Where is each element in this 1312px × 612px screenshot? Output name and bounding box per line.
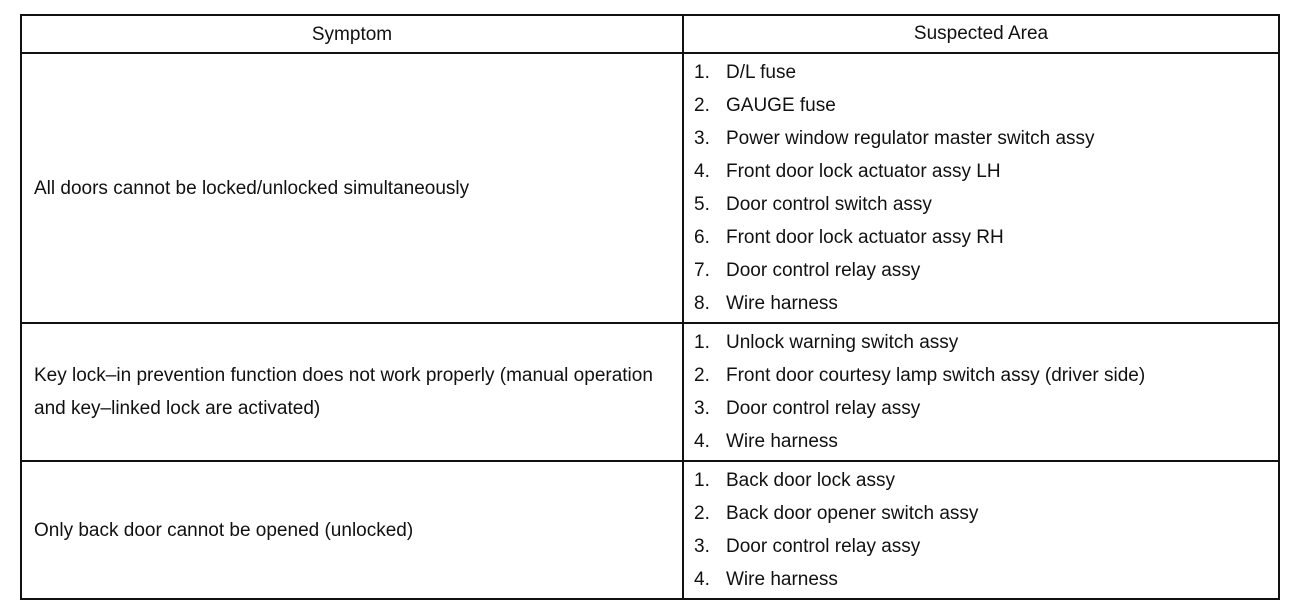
item-text: Back door opener switch assy bbox=[726, 503, 979, 524]
list-item: 3. Power window regulator master switch a… bbox=[694, 122, 1278, 155]
item-text: Door control relay assy bbox=[726, 260, 921, 281]
suspected-area-list: 1. D/L fuse 2. GAUGE fuse 3. Power window r… bbox=[694, 54, 1278, 322]
list-item: 6. Front door lock actuator assy RH bbox=[694, 221, 1278, 254]
item-text: Back door lock assy bbox=[726, 470, 895, 491]
symptom-cell: All doors cannot be locked/unlocked simu… bbox=[22, 54, 684, 322]
list-item: 2. GAUGE fuse bbox=[694, 89, 1278, 122]
list-item: 1. Back door lock assy bbox=[694, 464, 1278, 497]
item-number: 8. bbox=[694, 293, 710, 314]
list-item: 3. Door control relay assy bbox=[694, 392, 1278, 425]
item-text: Wire harness bbox=[726, 431, 838, 452]
header-suspected-area: Suspected Area bbox=[913, 23, 1049, 44]
table-row: Key lock–in prevention function does not… bbox=[22, 322, 1278, 460]
list-item: 8. Wire harness bbox=[694, 287, 1278, 320]
suspected-area-cell: 1. Unlock warning switch assy 2. Front doo… bbox=[684, 324, 1278, 460]
list-item: 7. Door control relay assy bbox=[694, 254, 1278, 287]
item-text: Wire harness bbox=[726, 569, 838, 590]
item-number: 1. bbox=[694, 62, 710, 83]
item-text: Front door courtesy lamp switch assy (dr… bbox=[726, 365, 1146, 386]
list-item: 4. Front door lock actuator assy LH bbox=[694, 155, 1278, 188]
list-item: 1. Unlock warning switch assy bbox=[694, 326, 1278, 359]
suspected-area-list: 1. Back door lock assy 2. Back door opener… bbox=[694, 462, 1278, 598]
item-number: 1. bbox=[694, 470, 710, 491]
list-item: 4. Wire harness bbox=[694, 425, 1278, 458]
item-text: Front door lock actuator assy RH bbox=[726, 227, 1004, 248]
item-number: 2. bbox=[694, 95, 710, 116]
list-item: 1. D/L fuse bbox=[694, 56, 1278, 89]
symptom-cell: Key lock–in prevention function does not… bbox=[22, 324, 684, 460]
troubleshooting-table: Symptom Suspected Area All doors cannot … bbox=[20, 14, 1280, 600]
list-item: 2. Back door opener switch assy bbox=[694, 497, 1278, 530]
item-number: 3. bbox=[694, 128, 710, 149]
item-text: Power window regulator master switch ass… bbox=[726, 128, 1095, 149]
item-number: 7. bbox=[694, 260, 710, 281]
item-text: Door control relay assy bbox=[726, 398, 921, 419]
item-text: Door control switch assy bbox=[726, 194, 932, 215]
item-number: 3. bbox=[694, 398, 710, 419]
list-item: 3. Door control relay assy bbox=[694, 530, 1278, 563]
table-row: All doors cannot be locked/unlocked simu… bbox=[22, 52, 1278, 322]
item-number: 4. bbox=[694, 431, 710, 452]
item-text: D/L fuse bbox=[726, 62, 797, 83]
item-text: Wire harness bbox=[726, 293, 838, 314]
list-item: 2. Front door courtesy lamp switch assy (… bbox=[694, 359, 1278, 392]
suspected-area-list: 1. Unlock warning switch assy 2. Front doo… bbox=[694, 324, 1278, 460]
list-item: 5. Door control switch assy bbox=[694, 188, 1278, 221]
item-number: 5. bbox=[694, 194, 710, 215]
header-symptom: Symptom bbox=[22, 16, 684, 52]
item-text: Front door lock actuator assy LH bbox=[726, 161, 1001, 182]
table-row: Only back door cannot be opened (unlocke… bbox=[22, 460, 1278, 598]
item-text: Unlock warning switch assy bbox=[726, 332, 959, 353]
item-number: 6. bbox=[694, 227, 710, 248]
suspected-area-cell: 1. D/L fuse 2. GAUGE fuse 3. Power window r… bbox=[684, 54, 1278, 322]
item-number: 4. bbox=[694, 161, 710, 182]
item-number: 3. bbox=[694, 536, 710, 557]
suspected-area-cell: 1. Back door lock assy 2. Back door opener… bbox=[684, 462, 1278, 598]
item-number: 2. bbox=[694, 503, 710, 524]
item-text: Door control relay assy bbox=[726, 536, 921, 557]
item-number: 1. bbox=[694, 332, 710, 353]
table-header-row: Symptom Suspected Area bbox=[22, 16, 1278, 52]
item-number: 2. bbox=[694, 365, 710, 386]
symptom-text: Only back door cannot be opened (unlocke… bbox=[34, 519, 414, 541]
list-item: 4. Wire harness bbox=[694, 563, 1278, 596]
symptom-text: Key lock–in prevention function does not… bbox=[34, 365, 653, 419]
item-number: 4. bbox=[694, 569, 710, 590]
item-text: GAUGE fuse bbox=[726, 95, 836, 116]
symptom-cell: Only back door cannot be opened (unlocke… bbox=[22, 462, 684, 598]
symptom-text: All doors cannot be locked/unlocked simu… bbox=[34, 177, 470, 199]
